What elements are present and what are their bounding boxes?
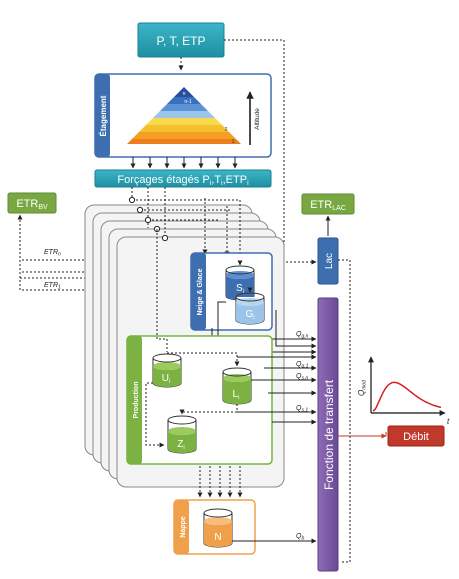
snow-store: Si xyxy=(225,265,255,301)
flow-label: Qb xyxy=(296,533,304,542)
elevation-panel: Étagement n n-1 2 1 Altitude xyxy=(94,73,272,158)
output-label: Débit xyxy=(403,431,429,443)
flow-label: Qs,n xyxy=(296,373,308,382)
hydrograph: Qmod t xyxy=(357,356,450,426)
soil-store-z: Zi xyxy=(167,415,197,454)
store-z-label: Zi xyxy=(177,439,184,451)
etr-bv-label: ETRBV xyxy=(16,198,48,211)
lake-label: Lac xyxy=(324,253,335,269)
etr-bv-box: ETRBV xyxy=(7,192,57,214)
etr-1-label: ETR1 xyxy=(44,282,61,291)
aquifer-store-label: N xyxy=(214,532,221,543)
production-outflow-arrows xyxy=(237,354,317,425)
forcings-bar-label: Forçages étagés Pi,Ti,ETPi xyxy=(117,174,249,187)
output-line xyxy=(338,432,387,437)
flow-label: Qg,n xyxy=(296,331,309,340)
pyramid-band xyxy=(127,139,241,144)
pyramid-band xyxy=(132,132,236,139)
pyramid-band xyxy=(174,87,194,97)
aquifer-module: Nappe N xyxy=(173,499,256,555)
recharge-arrows xyxy=(197,466,243,498)
input-box: P, T, ETP xyxy=(137,22,225,58)
aquifer-store: N xyxy=(203,508,233,548)
forcings-bar: Forçages étagés Pi,Ti,ETPi xyxy=(94,169,272,188)
snow-module-title: Neige & Glace xyxy=(197,268,204,315)
elevation-panel-title: Étagement xyxy=(99,95,108,136)
flow-label: Qg,1 xyxy=(296,361,309,370)
band-label: 2 xyxy=(225,127,228,133)
band-label: n-1 xyxy=(184,99,191,105)
store-u-label: Ui xyxy=(162,373,171,385)
hydrograph-curve xyxy=(372,381,442,412)
etr-lac-label: ETRLAC xyxy=(310,199,346,212)
etr-lines xyxy=(20,259,120,291)
output-box: Débit xyxy=(387,425,445,447)
forcing-feed-lines xyxy=(131,187,243,259)
input-box-label: P, T, ETP xyxy=(157,34,206,48)
glacier-store-label: Gi xyxy=(245,309,254,321)
etr-n-label: ETRn xyxy=(44,249,61,258)
band-label: n xyxy=(183,91,186,97)
pyramid-band xyxy=(146,118,222,125)
pyramid-band xyxy=(160,104,208,111)
flow-label: Qs,1 xyxy=(296,405,308,414)
input-to-lake-arrow xyxy=(224,39,317,265)
lake-outflow-line xyxy=(338,259,351,563)
pyramid-band xyxy=(139,125,229,132)
production-module-title: Production xyxy=(133,382,140,419)
glacier-store: Gi xyxy=(235,292,265,325)
production-module: Production Ui Li Zi xyxy=(126,229,273,465)
band-label: 1 xyxy=(232,139,235,145)
hydrograph-y-label: Qmod xyxy=(357,380,368,396)
production-internal-flows xyxy=(145,229,240,448)
soil-store-l: Li xyxy=(222,367,252,405)
soil-store-u: Ui xyxy=(152,353,182,388)
elevation-to-forcings-arrows xyxy=(130,157,238,169)
pyramid-band xyxy=(167,97,201,104)
etr-lac-box: ETRLAC xyxy=(301,193,355,215)
lake-box: Lac xyxy=(317,237,339,285)
hydrograph-x-label: t xyxy=(447,417,450,426)
aquifer-module-title: Nappe xyxy=(180,516,187,538)
transfer-function-label: Fonction de transfert xyxy=(322,379,336,490)
snow-module: Neige & Glace Si Gi xyxy=(190,252,273,331)
snow-store-label: Si xyxy=(236,283,244,295)
altitude-axis-label: Altitude xyxy=(254,108,261,130)
store-l-label: Li xyxy=(233,389,240,401)
transfer-function-box: Fonction de transfert xyxy=(317,297,339,572)
pyramid-band xyxy=(153,111,215,118)
